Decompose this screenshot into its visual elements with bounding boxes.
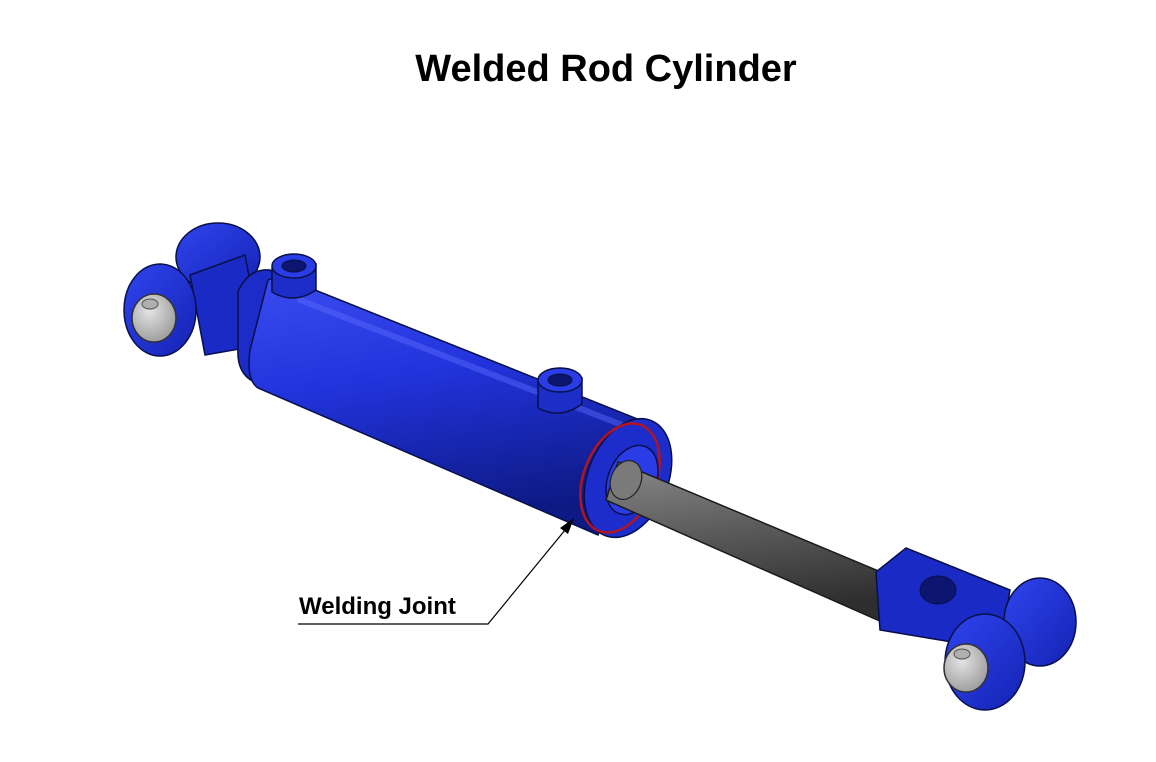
diagram-title: Welded Rod Cylinder xyxy=(415,48,797,90)
front-port xyxy=(537,367,583,414)
front-clevis xyxy=(875,547,1077,711)
rear-clevis xyxy=(123,222,263,357)
welding-joint-label: Welding Joint xyxy=(299,593,456,620)
piston-rod xyxy=(605,460,901,623)
welding-joint-leader xyxy=(298,518,574,625)
rear-port xyxy=(271,253,317,299)
